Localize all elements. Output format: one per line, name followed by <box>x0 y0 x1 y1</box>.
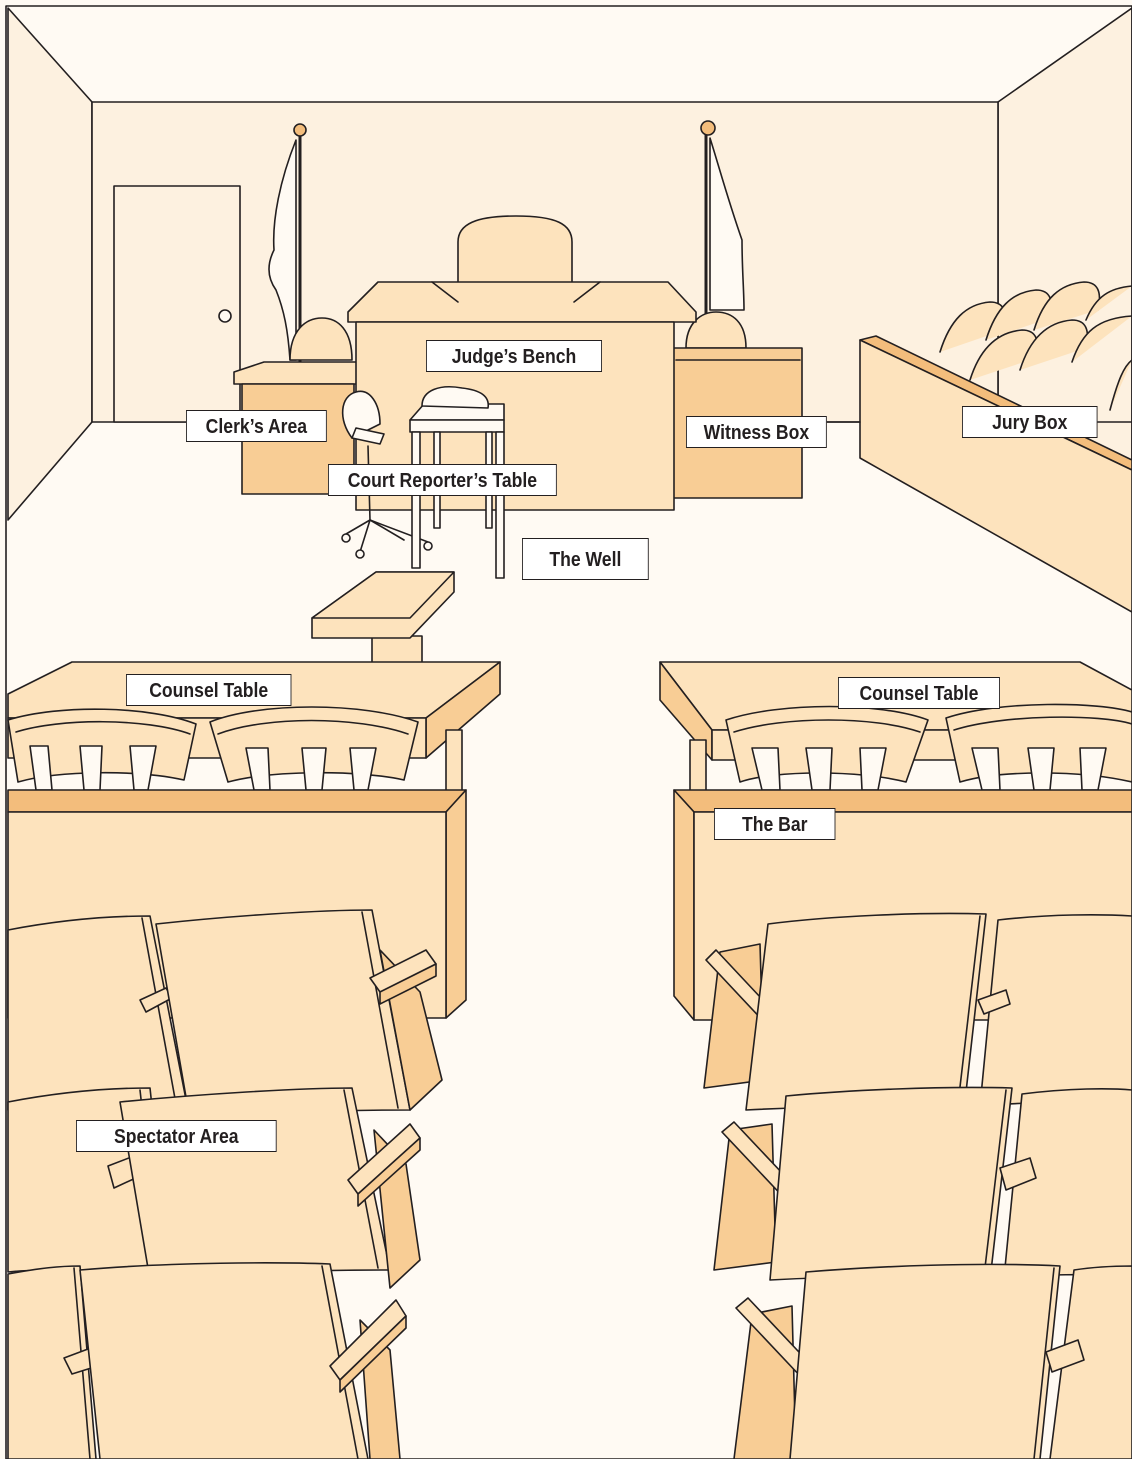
label-the-bar: The Bar <box>714 808 836 840</box>
label-counsel-table-left: Counsel Table <box>126 674 292 706</box>
counsel-chair-right-2 <box>945 703 1132 791</box>
spectator-seats-right <box>703 912 1132 1459</box>
label-court-reporters-table: Court Reporter’s Table <box>328 464 557 496</box>
counsel-chair-left-2 <box>209 706 419 791</box>
label-counsel-table-right: Counsel Table <box>838 677 1000 709</box>
label-witness-box: Witness Box <box>686 416 827 448</box>
flag-right <box>700 120 745 318</box>
door <box>113 185 241 423</box>
counsel-chair-left-1 <box>7 708 197 791</box>
door-knob <box>218 309 232 323</box>
label-clerks-area: Clerk’s Area <box>186 410 327 442</box>
label-jury-box: Jury Box <box>962 406 1098 438</box>
label-the-well: The Well <box>522 538 649 580</box>
spectator-seats-left <box>7 909 443 1459</box>
counsel-chair-right-1 <box>725 705 929 791</box>
label-spectator-area: Spectator Area <box>76 1120 277 1152</box>
stenograph-machine <box>421 386 489 409</box>
label-judges-bench: Judge’s Bench <box>426 340 602 372</box>
